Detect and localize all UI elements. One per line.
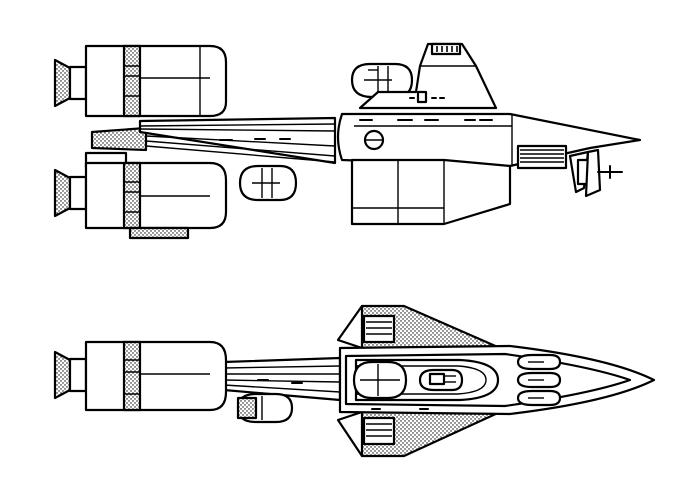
nozzle-icon [53, 58, 72, 108]
side-view [53, 42, 642, 240]
side-boom [90, 116, 337, 165]
top-engine-pod [53, 340, 228, 412]
nozzle-icon [53, 168, 72, 218]
side-lower-hull [350, 158, 512, 226]
side-lower-sensor-pod [238, 164, 298, 202]
side-upper-engine-pod [53, 44, 228, 118]
side-bridge-tower [358, 42, 498, 110]
side-main-hull [336, 112, 642, 198]
top-main-hull [338, 344, 656, 416]
side-lower-engine-pod [53, 151, 228, 240]
nozzle-icon [53, 350, 72, 400]
top-sensor-pod [236, 392, 294, 424]
top-view [53, 304, 656, 458]
